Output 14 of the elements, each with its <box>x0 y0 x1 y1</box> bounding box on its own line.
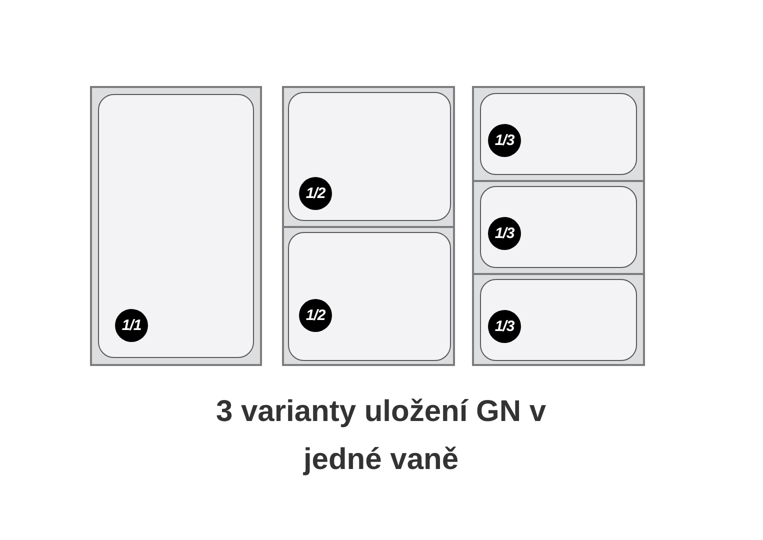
size-badge: 1/2 <box>299 177 332 210</box>
tray-frame <box>282 86 455 366</box>
size-badge: 1/3 <box>488 310 521 343</box>
container-outline <box>480 93 637 175</box>
container-outline <box>288 92 451 221</box>
size-badge: 1/3 <box>488 217 521 250</box>
container-outline <box>288 232 451 361</box>
container-outline <box>480 279 637 361</box>
caption: 3 varianty uložení GN v jedné vaně <box>214 394 548 478</box>
container-outline <box>480 186 637 268</box>
size-badge: 1/2 <box>299 299 332 332</box>
size-badge: 1/3 <box>488 124 521 157</box>
size-badge: 1/1 <box>115 309 148 342</box>
tray-frame <box>472 86 645 366</box>
